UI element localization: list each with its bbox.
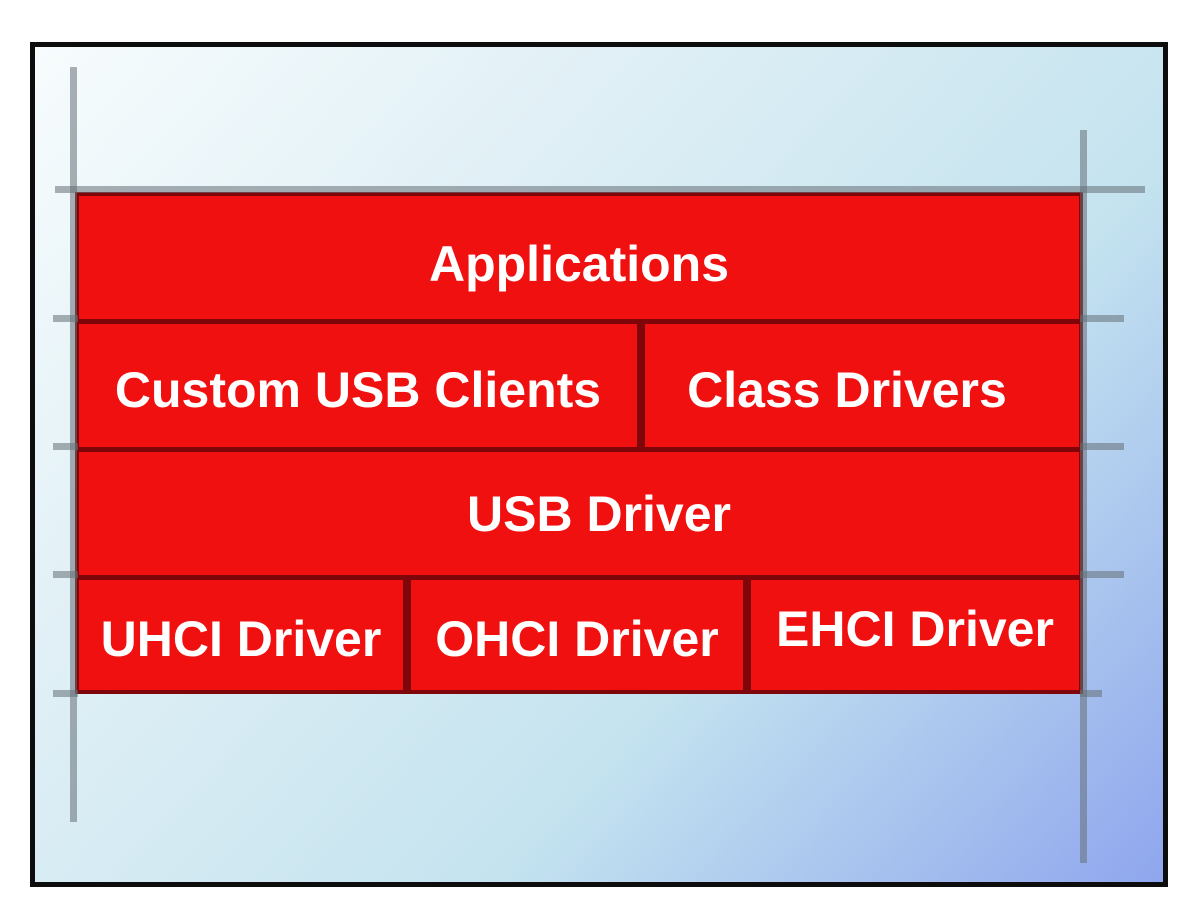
box-class-drivers: Class Drivers	[645, 324, 1079, 447]
grid-stub-right-3	[1080, 571, 1124, 578]
box-applications-label: Applications	[428, 235, 730, 292]
box-custom-usb-clients: Custom USB Clients	[79, 324, 637, 447]
box-uhci-driver: UHCI Driver	[79, 580, 403, 690]
box-ohci-driver: OHCI Driver	[411, 580, 743, 690]
box-ehci-driver-label: EHCI Driver	[776, 601, 1054, 657]
grid-stub-right-2	[1080, 443, 1124, 450]
grid-line-top	[55, 186, 1145, 193]
grid-stub-right-4	[1080, 690, 1102, 697]
grid-stub-right-1	[1080, 315, 1124, 322]
box-custom-usb-clients-label: Custom USB Clients	[114, 361, 602, 418]
box-usb-driver: USB Driver	[79, 452, 1079, 575]
grid-stub-left-1	[53, 315, 78, 322]
box-ohci-driver-label: OHCI Driver	[435, 611, 719, 667]
box-ehci-driver: EHCI Driver	[751, 580, 1079, 690]
box-uhci-driver-label: UHCI Driver	[100, 611, 382, 667]
grid-stub-left-4	[53, 690, 78, 697]
grid-vline-right	[1080, 130, 1087, 863]
box-applications: Applications	[79, 196, 1079, 319]
box-class-drivers-label: Class Drivers	[687, 361, 1007, 418]
grid-stub-left-3	[53, 571, 78, 578]
diagram-frame: Applications Custom USB Clients Class Dr…	[30, 42, 1168, 887]
box-usb-driver-label: USB Driver	[467, 485, 731, 542]
usb-stack-table: Applications Custom USB Clients Class Dr…	[75, 192, 1083, 694]
grid-stub-left-2	[53, 443, 78, 450]
